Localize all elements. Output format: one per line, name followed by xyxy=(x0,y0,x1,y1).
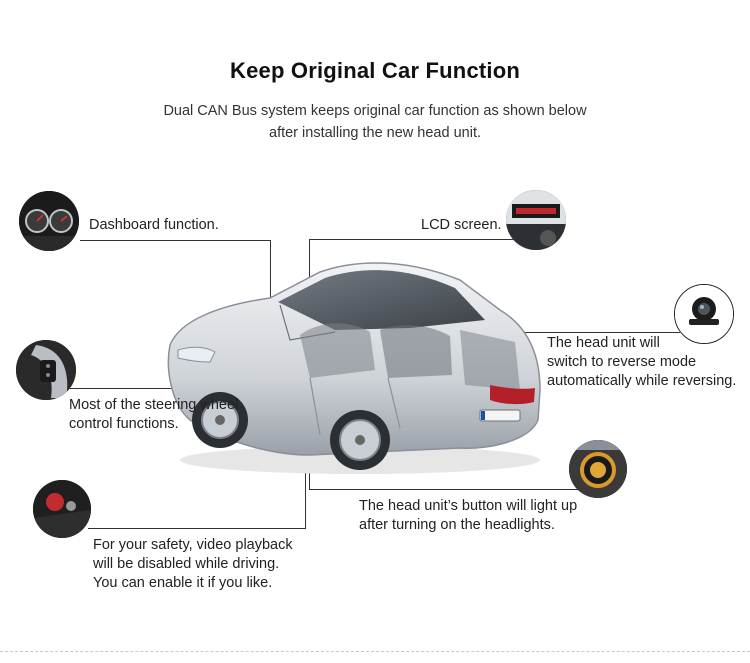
page-title: Keep Original Car Function xyxy=(229,58,520,83)
connector-lcd-h xyxy=(309,239,515,240)
lcd-label-line-1: LCD screen. xyxy=(421,217,502,233)
video-label: For your safety, video playback will be … xyxy=(93,536,293,593)
reverse-label-line-1: The head unit will xyxy=(547,335,660,351)
reverse-camera-thumbnail xyxy=(674,284,734,344)
headlights-label: The head unit’s button will light up aft… xyxy=(359,497,577,535)
reverse-label: The head unit will switch to reverse mod… xyxy=(547,334,736,391)
page-subtitle: Dual CAN Bus system keeps original car f… xyxy=(120,100,630,144)
connector-video-h xyxy=(88,528,306,529)
reverse-label-line-3: automatically while reversing. xyxy=(547,373,737,389)
connector-steering-h xyxy=(70,388,271,389)
dashboard-thumbnail xyxy=(19,191,79,251)
subtitle-line-1: Dual CAN Bus system keeps original car f… xyxy=(163,103,587,119)
reverse-label-line-2: switch to reverse mode xyxy=(547,354,697,370)
steering-label: Most of the steering wheel control funct… xyxy=(69,396,238,434)
connector-dashboard-h xyxy=(80,240,270,241)
lcd-thumbnail xyxy=(506,190,566,250)
subtitle-line-2: after installing the new head unit. xyxy=(269,125,481,141)
video-label-line-2: will be disabled while driving. xyxy=(93,556,280,572)
video-thumbnail xyxy=(33,480,91,538)
steering-wheel-thumbnail xyxy=(16,340,76,400)
video-label-line-3: You can enable it if you like. xyxy=(93,575,273,591)
video-label-line-1: For your safety, video playback xyxy=(93,537,293,553)
steering-label-line-2: control functions. xyxy=(69,416,179,432)
car-illustration xyxy=(167,262,541,474)
connector-headlights-h xyxy=(309,489,584,490)
bottom-divider xyxy=(0,651,750,652)
dashboard-label-line-1: Dashboard function. xyxy=(89,217,219,233)
steering-label-line-1: Most of the steering wheel xyxy=(69,397,239,413)
lcd-label: LCD screen. xyxy=(421,216,502,235)
headlights-label-line-1: The head unit’s button will light up xyxy=(359,498,578,514)
headlights-thumbnail xyxy=(569,440,627,498)
dashboard-label: Dashboard function. xyxy=(89,216,219,235)
headlights-label-line-2: after turning on the headlights. xyxy=(359,517,555,533)
connector-reverse-h xyxy=(490,332,680,333)
